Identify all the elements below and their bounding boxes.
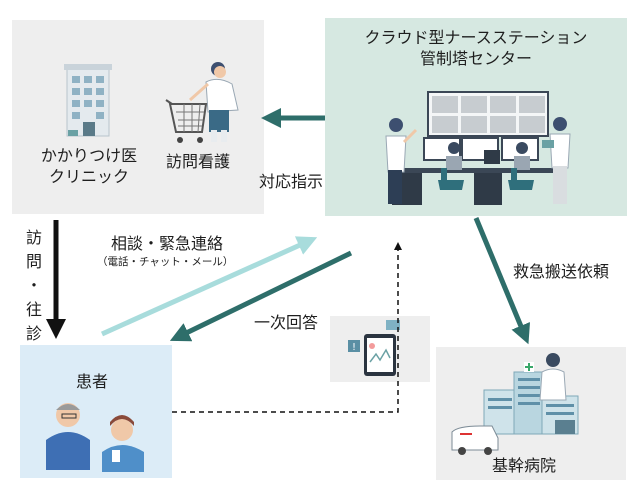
visit-char-3: ・: [25, 276, 42, 295]
visit-char-2: 問: [25, 252, 42, 271]
hospital-icon: [451, 353, 579, 455]
instruction-label: 対応指示: [259, 172, 324, 191]
visit-char-4: 往: [25, 300, 42, 319]
first-reply-label: 一次回答: [254, 313, 319, 332]
hospital-label: 基幹病院: [492, 456, 557, 475]
arrow-first-reply: [169, 250, 353, 342]
consult-label: 相談・緊急連絡: [111, 234, 224, 253]
arrow-app-data: [172, 242, 402, 413]
center-title: クラウド型ナースステーション 管制塔センター: [332, 28, 620, 70]
clinic-building-icon: [64, 64, 112, 137]
nurse-label: 訪問看護: [166, 152, 231, 171]
center-title-line1: クラウド型ナースステーション: [364, 28, 588, 47]
patient-panel: [20, 345, 172, 478]
clinic-label-line2: クリニック: [48, 166, 129, 186]
svg-text:!: !: [352, 342, 356, 353]
consult-sub-label: （電話・チャット・メール）: [97, 256, 234, 268]
nurse-cart-icon: [165, 62, 239, 143]
arrow-consult: [100, 236, 318, 337]
visit-char-1: 訪: [25, 228, 42, 247]
arrow-transport: [473, 217, 531, 345]
patients-icon: [46, 403, 144, 472]
control-room-icon: [385, 91, 571, 205]
patient-label: 患者: [76, 372, 109, 391]
visit-label: 訪 問 ・ 往 診: [23, 226, 45, 346]
transport-label: 救急搬送依頼: [513, 262, 610, 281]
clinic-label: かかりつけ医 クリニック: [26, 146, 152, 188]
visit-char-5: 診: [25, 324, 42, 343]
tablet-app-icon: !: [348, 320, 400, 376]
clinic-label-line1: かかりつけ医: [40, 146, 138, 165]
center-title-line2: 管制塔センター: [419, 48, 532, 68]
